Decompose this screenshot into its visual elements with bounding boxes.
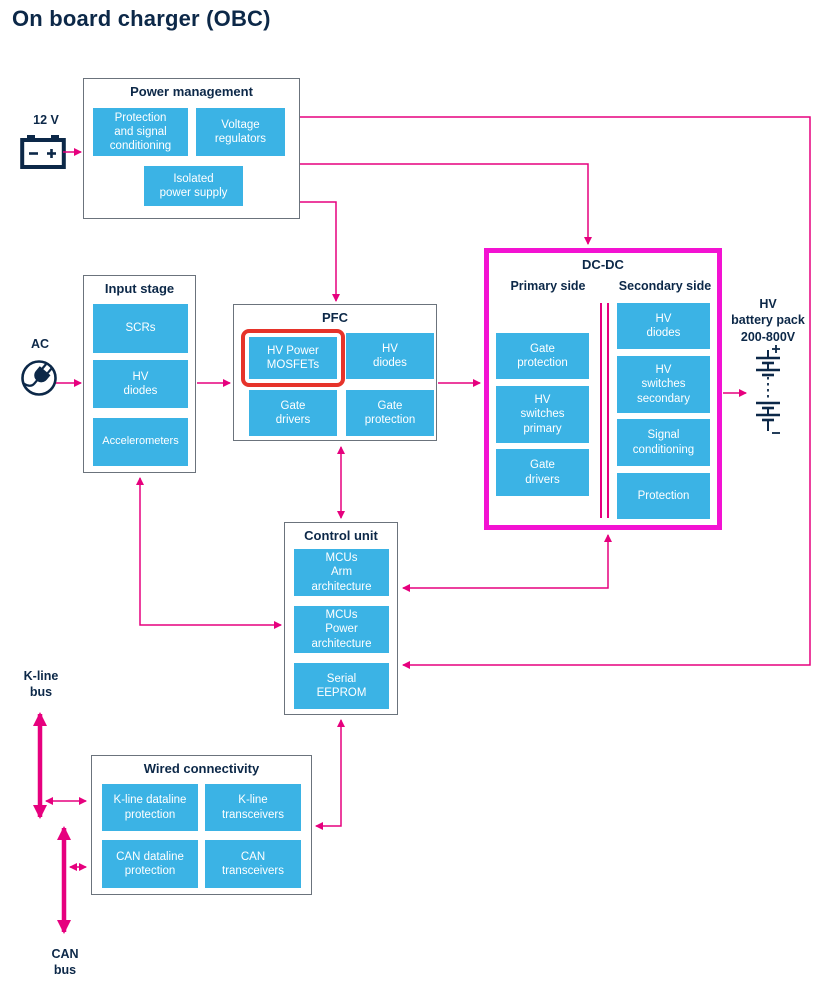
chip-protection-secondary[interactable]: Protection bbox=[617, 473, 710, 519]
input-stage-box: Input stage SCRs HV diodes Accelerometer… bbox=[83, 275, 196, 473]
chip-gate-protection-primary[interactable]: Gate protection bbox=[496, 333, 589, 379]
pfc-title: PFC bbox=[322, 310, 348, 325]
chip-gate-protection-pfc[interactable]: Gate protection bbox=[346, 390, 434, 436]
label-kline-bus: K-line bus bbox=[23, 669, 59, 700]
arrow-control-unit-dcdc-bidir bbox=[402, 534, 612, 592]
label-hv-battery-pack: HV battery pack 200-800V bbox=[731, 297, 805, 344]
chip-gate-drivers-pfc[interactable]: Gate drivers bbox=[249, 390, 337, 436]
wired-connectivity-box: Wired connectivity K-line dataline prote… bbox=[91, 755, 312, 895]
pfc-box: PFC HV Power MOSFETs HV diodes Gate driv… bbox=[233, 304, 437, 441]
chip-kline-dataline-protection[interactable]: K-line dataline protection bbox=[102, 784, 198, 831]
arrow-input-stage-control-unit-bidir bbox=[136, 477, 282, 629]
chip-scrs[interactable]: SCRs bbox=[93, 304, 188, 353]
arrow-power-management-to-pfc bbox=[300, 201, 340, 302]
chip-can-transceivers[interactable]: CAN transceivers bbox=[205, 840, 301, 888]
dcdc-secondary-side-label: Secondary side bbox=[618, 279, 712, 293]
page-title: On board charger (OBC) bbox=[12, 6, 271, 31]
isolation-barrier-line bbox=[607, 303, 609, 518]
arrow-power-management-to-dcdc bbox=[300, 163, 592, 245]
control-unit-title: Control unit bbox=[304, 528, 378, 543]
arrow-control-unit-wired-connectivity-bidir bbox=[315, 719, 345, 830]
chip-signal-conditioning[interactable]: Signal conditioning bbox=[617, 419, 710, 466]
wired-connectivity-title: Wired connectivity bbox=[143, 761, 260, 776]
dcdc-box: DC-DC Primary side Secondary side Gate p… bbox=[484, 248, 722, 530]
chip-can-dataline-protection[interactable]: CAN dataline protection bbox=[102, 840, 198, 888]
dcdc-title: DC-DC bbox=[582, 257, 624, 272]
hv-battery-icon bbox=[756, 345, 780, 434]
chip-hv-diodes-pfc[interactable]: HV diodes bbox=[346, 333, 434, 379]
chip-hv-diodes-secondary[interactable]: HV diodes bbox=[617, 303, 710, 349]
chip-protection-signal-conditioning[interactable]: Protection and signal conditioning bbox=[93, 108, 188, 156]
battery-12v-icon bbox=[20, 135, 66, 169]
input-stage-title: Input stage bbox=[104, 281, 175, 296]
chip-gate-drivers-primary[interactable]: Gate drivers bbox=[496, 449, 589, 496]
chip-hv-switches-secondary[interactable]: HV switches secondary bbox=[617, 356, 710, 413]
chip-mcus-arm[interactable]: MCUs Arm architecture bbox=[294, 549, 389, 596]
chip-accelerometers[interactable]: Accelerometers bbox=[93, 418, 188, 466]
control-unit-box: Control unit MCUs Arm architecture MCUs … bbox=[284, 522, 398, 715]
chip-hv-diodes-input[interactable]: HV diodes bbox=[93, 360, 188, 408]
chip-mcus-power[interactable]: MCUs Power architecture bbox=[294, 606, 389, 653]
chip-voltage-regulators[interactable]: Voltage regulators bbox=[196, 108, 285, 156]
chip-hv-power-mosfets[interactable]: HV Power MOSFETs bbox=[249, 337, 337, 379]
isolation-barrier-line bbox=[600, 303, 602, 518]
power-management-title: Power management bbox=[130, 84, 253, 99]
label-ac: AC bbox=[30, 337, 50, 351]
chip-serial-eeprom[interactable]: Serial EEPROM bbox=[294, 663, 389, 709]
label-12v: 12 V bbox=[33, 113, 59, 127]
ac-plug-icon bbox=[21, 360, 57, 396]
label-can-bus: CAN bus bbox=[51, 947, 79, 978]
dcdc-primary-side-label: Primary side bbox=[510, 279, 586, 293]
chip-isolated-power-supply[interactable]: Isolated power supply bbox=[144, 166, 243, 206]
chip-hv-switches-primary[interactable]: HV switches primary bbox=[496, 386, 589, 443]
chip-kline-transceivers[interactable]: K-line transceivers bbox=[205, 784, 301, 831]
power-management-box: Power management Protection and signal c… bbox=[83, 78, 300, 219]
